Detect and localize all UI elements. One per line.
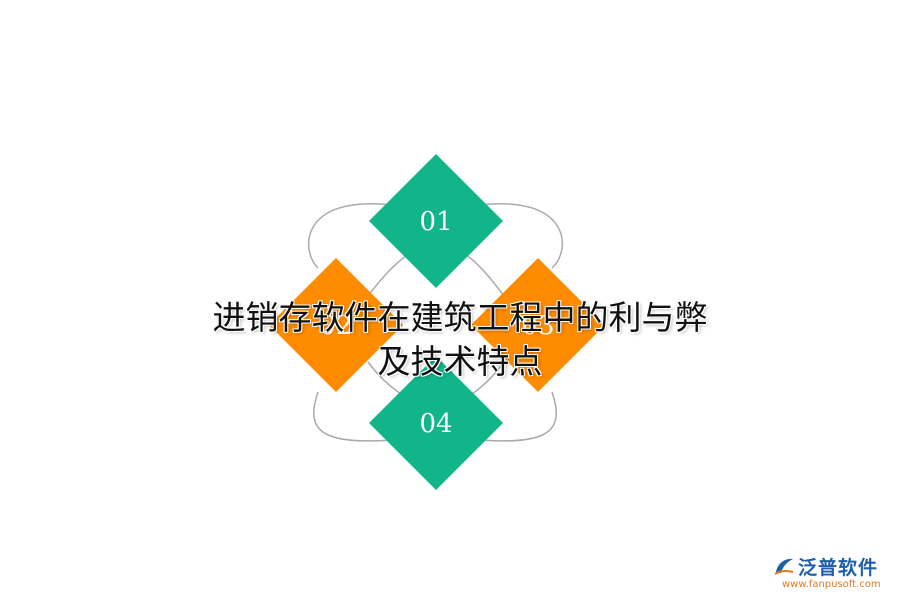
node-shape-01 <box>369 154 503 288</box>
diagram-node-04: 04 <box>369 356 503 490</box>
diagram-node-01: 01 <box>369 154 503 288</box>
ring-inner-upper-right <box>461 251 505 297</box>
diagram-node-02: 02 <box>269 258 403 392</box>
ring-top-right <box>480 203 563 269</box>
page-title: 进销存软件在建筑工程中的利与弊 及技术特点 <box>150 296 770 384</box>
ring-bottom-right <box>480 391 557 442</box>
brand-logo: 泛普软件 www.fanpusoft.com <box>770 552 894 596</box>
brand-url: www.fanpusoft.com <box>782 579 881 590</box>
node-shape-03 <box>471 258 605 392</box>
node-label-04: 04 <box>419 409 452 439</box>
diagram-node-03: 03 <box>471 258 605 392</box>
ring-inner-upper <box>367 251 413 297</box>
node-label-02: 02 <box>319 311 352 341</box>
ring-bottom-left <box>313 391 393 442</box>
ring-top-left <box>307 203 393 269</box>
node-shape-04 <box>369 356 503 490</box>
node-label-03: 03 <box>521 311 554 341</box>
title-line-1: 进销存软件在建筑工程中的利与弊 <box>212 298 708 337</box>
node-label-01: 01 <box>419 207 452 237</box>
title-line-2: 及技术特点 <box>377 342 543 381</box>
brand-logo-icon <box>774 558 794 575</box>
node-shape-02 <box>269 258 403 392</box>
brand-name: 泛普软件 <box>798 557 879 579</box>
